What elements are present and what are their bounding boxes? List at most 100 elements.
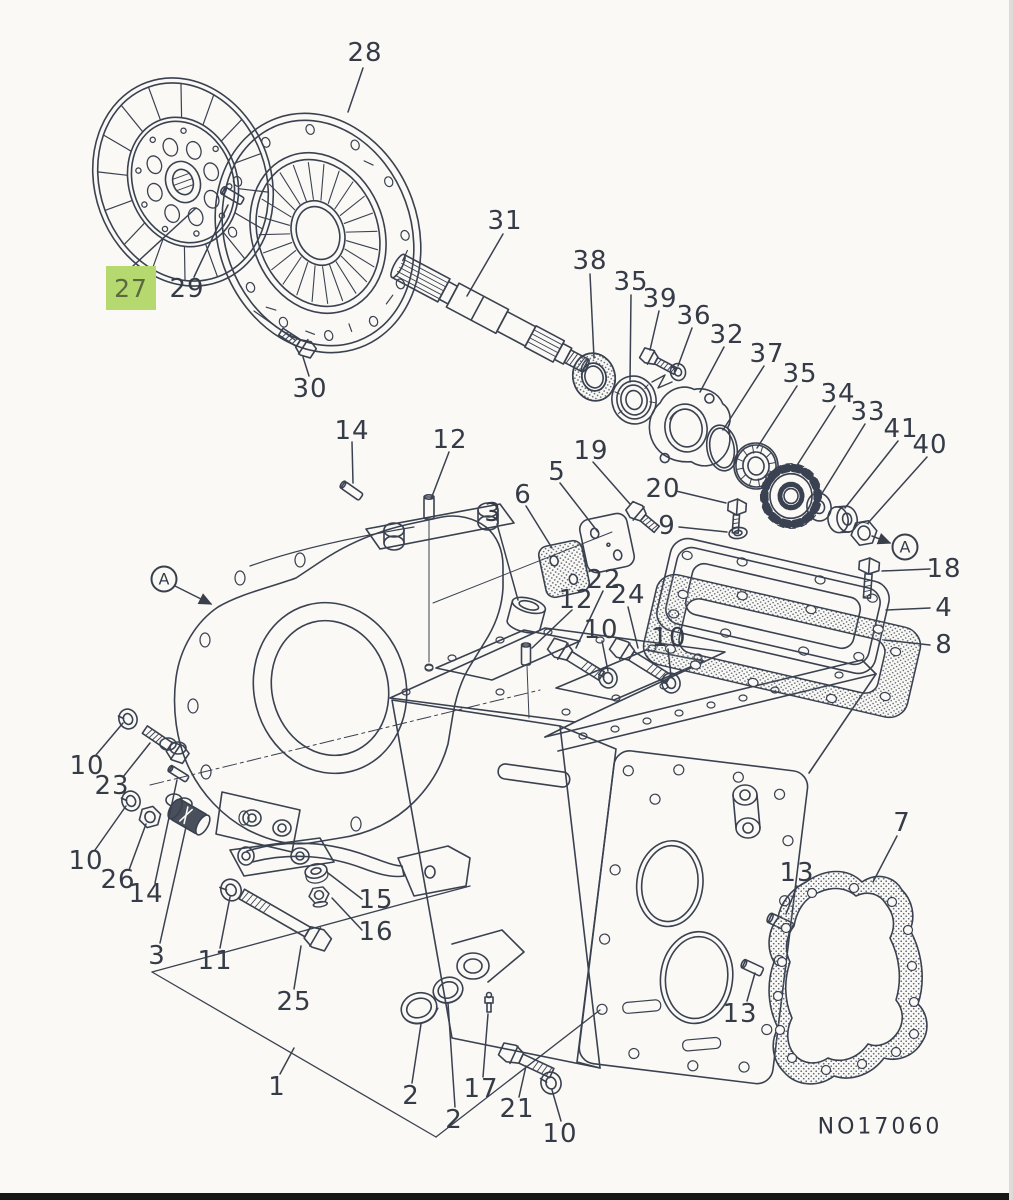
callout-34[interactable]: 34 [820,379,856,409]
callout-22[interactable]: 22 [586,565,622,595]
construction-lines [149,689,541,786]
callout-36[interactable]: 36 [676,301,712,331]
part-washer-15 [304,862,329,884]
callout-16[interactable]: 16 [358,917,394,947]
callout-6[interactable]: 6 [514,480,532,510]
callout-27[interactable]: 27 [106,266,156,310]
part-bolt-24 [608,637,673,685]
part-bearing-35-rear [733,442,779,490]
callout-11[interactable]: 11 [197,946,233,976]
callout-7[interactable]: 7 [893,808,911,838]
callout-18[interactable]: 18 [926,554,962,584]
part-pan-gasket-8 [642,573,922,719]
callout-9[interactable]: 9 [658,511,676,541]
part-bushing-3b [167,798,211,836]
part-plate-6 [537,539,591,599]
callout-12[interactable]: 12 [432,425,468,455]
callout-23[interactable]: 23 [94,771,130,801]
assembly-outline-1 [151,885,601,1138]
part-pin-12b [520,642,532,666]
ref-marker-a[interactable]: A [891,533,919,561]
part-seal-38 [571,352,617,402]
part-washer-9 [728,526,748,540]
part-pin-12a [423,494,435,520]
callout-19[interactable]: 19 [573,436,609,466]
callout-35[interactable]: 35 [782,359,818,389]
part-bushing-2b [432,976,464,1004]
part-gear-34 [759,463,823,529]
ref-marker-a[interactable]: A [150,565,178,593]
callout-29[interactable]: 29 [169,274,205,304]
part-washer-10b [120,790,141,812]
part-bolt-18 [858,557,881,599]
callout-17[interactable]: 17 [463,1074,499,1104]
callout-3[interactable]: 3 [484,498,502,528]
part-nut-16 [308,886,330,908]
part-washer-33 [806,492,832,522]
callout-39[interactable]: 39 [642,284,678,314]
part-oring-37 [705,424,739,472]
part-side-gasket-7 [768,870,928,1085]
part-pin-14b [167,764,190,783]
part-bolt-21 [497,1042,555,1079]
part-washer-10d [660,672,681,694]
callout-3[interactable]: 3 [148,941,166,971]
callout-20[interactable]: 20 [645,474,681,504]
callout-8[interactable]: 8 [935,630,953,660]
callout-4[interactable]: 4 [935,593,953,623]
callout-10[interactable]: 10 [69,751,105,781]
callout-10[interactable]: 10 [651,623,687,653]
callout-1[interactable]: 1 [268,1072,286,1102]
part-bolt-23 [141,725,190,765]
part-washer-11 [219,878,242,902]
part-pin-14a [339,480,364,501]
callout-37[interactable]: 37 [749,339,785,369]
callout-15[interactable]: 15 [358,885,394,915]
callout-14[interactable]: 14 [334,416,370,446]
callout-10[interactable]: 10 [583,615,619,645]
part-washer-10e [539,1071,562,1095]
callout-21[interactable]: 21 [499,1094,535,1124]
part-retainer-32 [648,386,731,467]
callout-5[interactable]: 5 [548,457,566,487]
part-clutch-disc [91,77,275,287]
callout-41[interactable]: 41 [883,414,919,444]
callout-38[interactable]: 38 [572,246,608,276]
drawing-number: NO17060 [817,1114,943,1140]
callout-13[interactable]: 13 [722,999,758,1029]
scan-edge-bottom [0,1193,1013,1200]
part-bearing-35-front [611,375,657,425]
part-pressure-plate [214,112,422,354]
callout-10[interactable]: 10 [542,1119,578,1149]
callout-14[interactable]: 14 [128,879,164,909]
part-bolt-19 [625,500,661,534]
callout-26[interactable]: 26 [100,865,136,895]
part-collar-41 [827,505,859,534]
part-grease-fitting-17 [484,991,494,1013]
part-bushing-3a [506,596,547,634]
callout-24[interactable]: 24 [610,580,646,610]
callout-32[interactable]: 32 [709,320,745,350]
part-bolt-25 [238,888,333,952]
callout-40[interactable]: 40 [912,430,948,460]
callout-35[interactable]: 35 [613,267,649,297]
part-bushing-2a [400,991,439,1025]
part-washer-10a [117,708,138,730]
callout-10[interactable]: 10 [68,846,104,876]
callout-30[interactable]: 30 [292,374,328,404]
callout-33[interactable]: 33 [850,397,886,427]
callout-28[interactable]: 28 [347,38,383,68]
part-bolt-30 [277,327,318,359]
part-pin-13b [740,958,765,977]
callout-25[interactable]: 25 [276,987,312,1017]
part-pin-29 [219,186,245,206]
callout-13[interactable]: 13 [779,858,815,888]
callout-2[interactable]: 2 [445,1105,463,1135]
part-bell-housing [159,502,515,897]
callout-12[interactable]: 12 [558,585,594,615]
callout-2[interactable]: 2 [402,1081,420,1111]
callout-31[interactable]: 31 [487,206,523,236]
